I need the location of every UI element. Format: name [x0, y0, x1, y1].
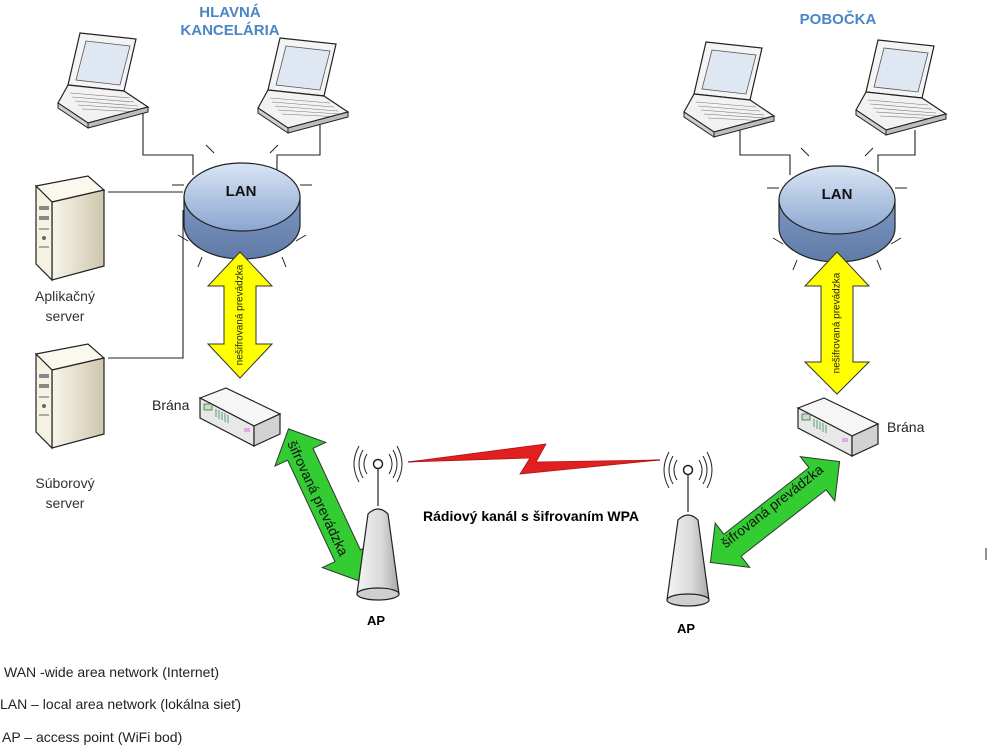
lan-label-branch: LAN	[822, 186, 853, 203]
file-server-icon	[35, 343, 105, 449]
line-laptop2-lan	[276, 125, 321, 170]
connection-lines	[108, 110, 916, 359]
file-server-label-line-1: Súborový	[35, 475, 95, 491]
file-server-label-line-2: server	[45, 495, 85, 511]
ap-antenna-main-icon	[353, 445, 403, 601]
application-server-icon	[35, 175, 105, 281]
unencrypted-label-branch: nešifrovaná prevádzka	[831, 272, 843, 374]
laptop-icon-4	[855, 39, 947, 136]
application-server-label-line-1: Aplikačný	[35, 288, 95, 304]
file-server-label: Súborový server	[20, 473, 110, 513]
legend-ap: AP – access point (WiFi bod)	[2, 729, 183, 745]
encrypted-arrow-branch	[709, 456, 841, 568]
site-title-main-line-2: KANCELÁRIA	[180, 22, 280, 39]
line-fileserver-lan	[108, 210, 184, 359]
legend-lan: LAN – local area network (lokálna sieť)	[0, 696, 242, 712]
site-title-main-line-1: HLAVNÁ	[199, 4, 261, 21]
application-server-label-line-2: server	[45, 308, 85, 324]
line-laptop4-lan	[877, 130, 916, 172]
gateway-main-icon	[199, 387, 281, 447]
lan-label-main: LAN	[226, 183, 257, 200]
unencrypted-arrow-main	[206, 251, 274, 379]
line-laptop3-lan	[739, 130, 791, 175]
site-title-branch: POBOČKA	[799, 11, 877, 28]
laptop-icon-3	[683, 41, 775, 138]
laptop-icon-2	[257, 37, 349, 134]
radio-bolt-icon	[407, 443, 661, 475]
laptop-icon-1	[57, 32, 149, 129]
ap-label-main: AP	[367, 613, 386, 628]
gateway-label-main: Brána	[152, 397, 190, 413]
unencrypted-arrow-branch	[803, 251, 871, 395]
unencrypted-label-main: nešifrovaná prevádzka	[234, 264, 246, 366]
ap-antenna-branch-icon	[663, 451, 713, 607]
ap-label-branch: AP	[677, 621, 696, 636]
gateway-label-branch: Brána	[887, 419, 925, 435]
radio-channel-label: Rádiový kanál s šifrovaním WPA	[423, 508, 640, 524]
site-title-main-office: HLAVNÁ KANCELÁRIA	[170, 4, 290, 40]
gateway-branch-icon	[797, 397, 879, 457]
application-server-label: Aplikačný server	[20, 286, 110, 326]
legend-wan: WAN -wide area network (Internet)	[4, 664, 219, 680]
line-laptop1-lan	[142, 110, 194, 175]
